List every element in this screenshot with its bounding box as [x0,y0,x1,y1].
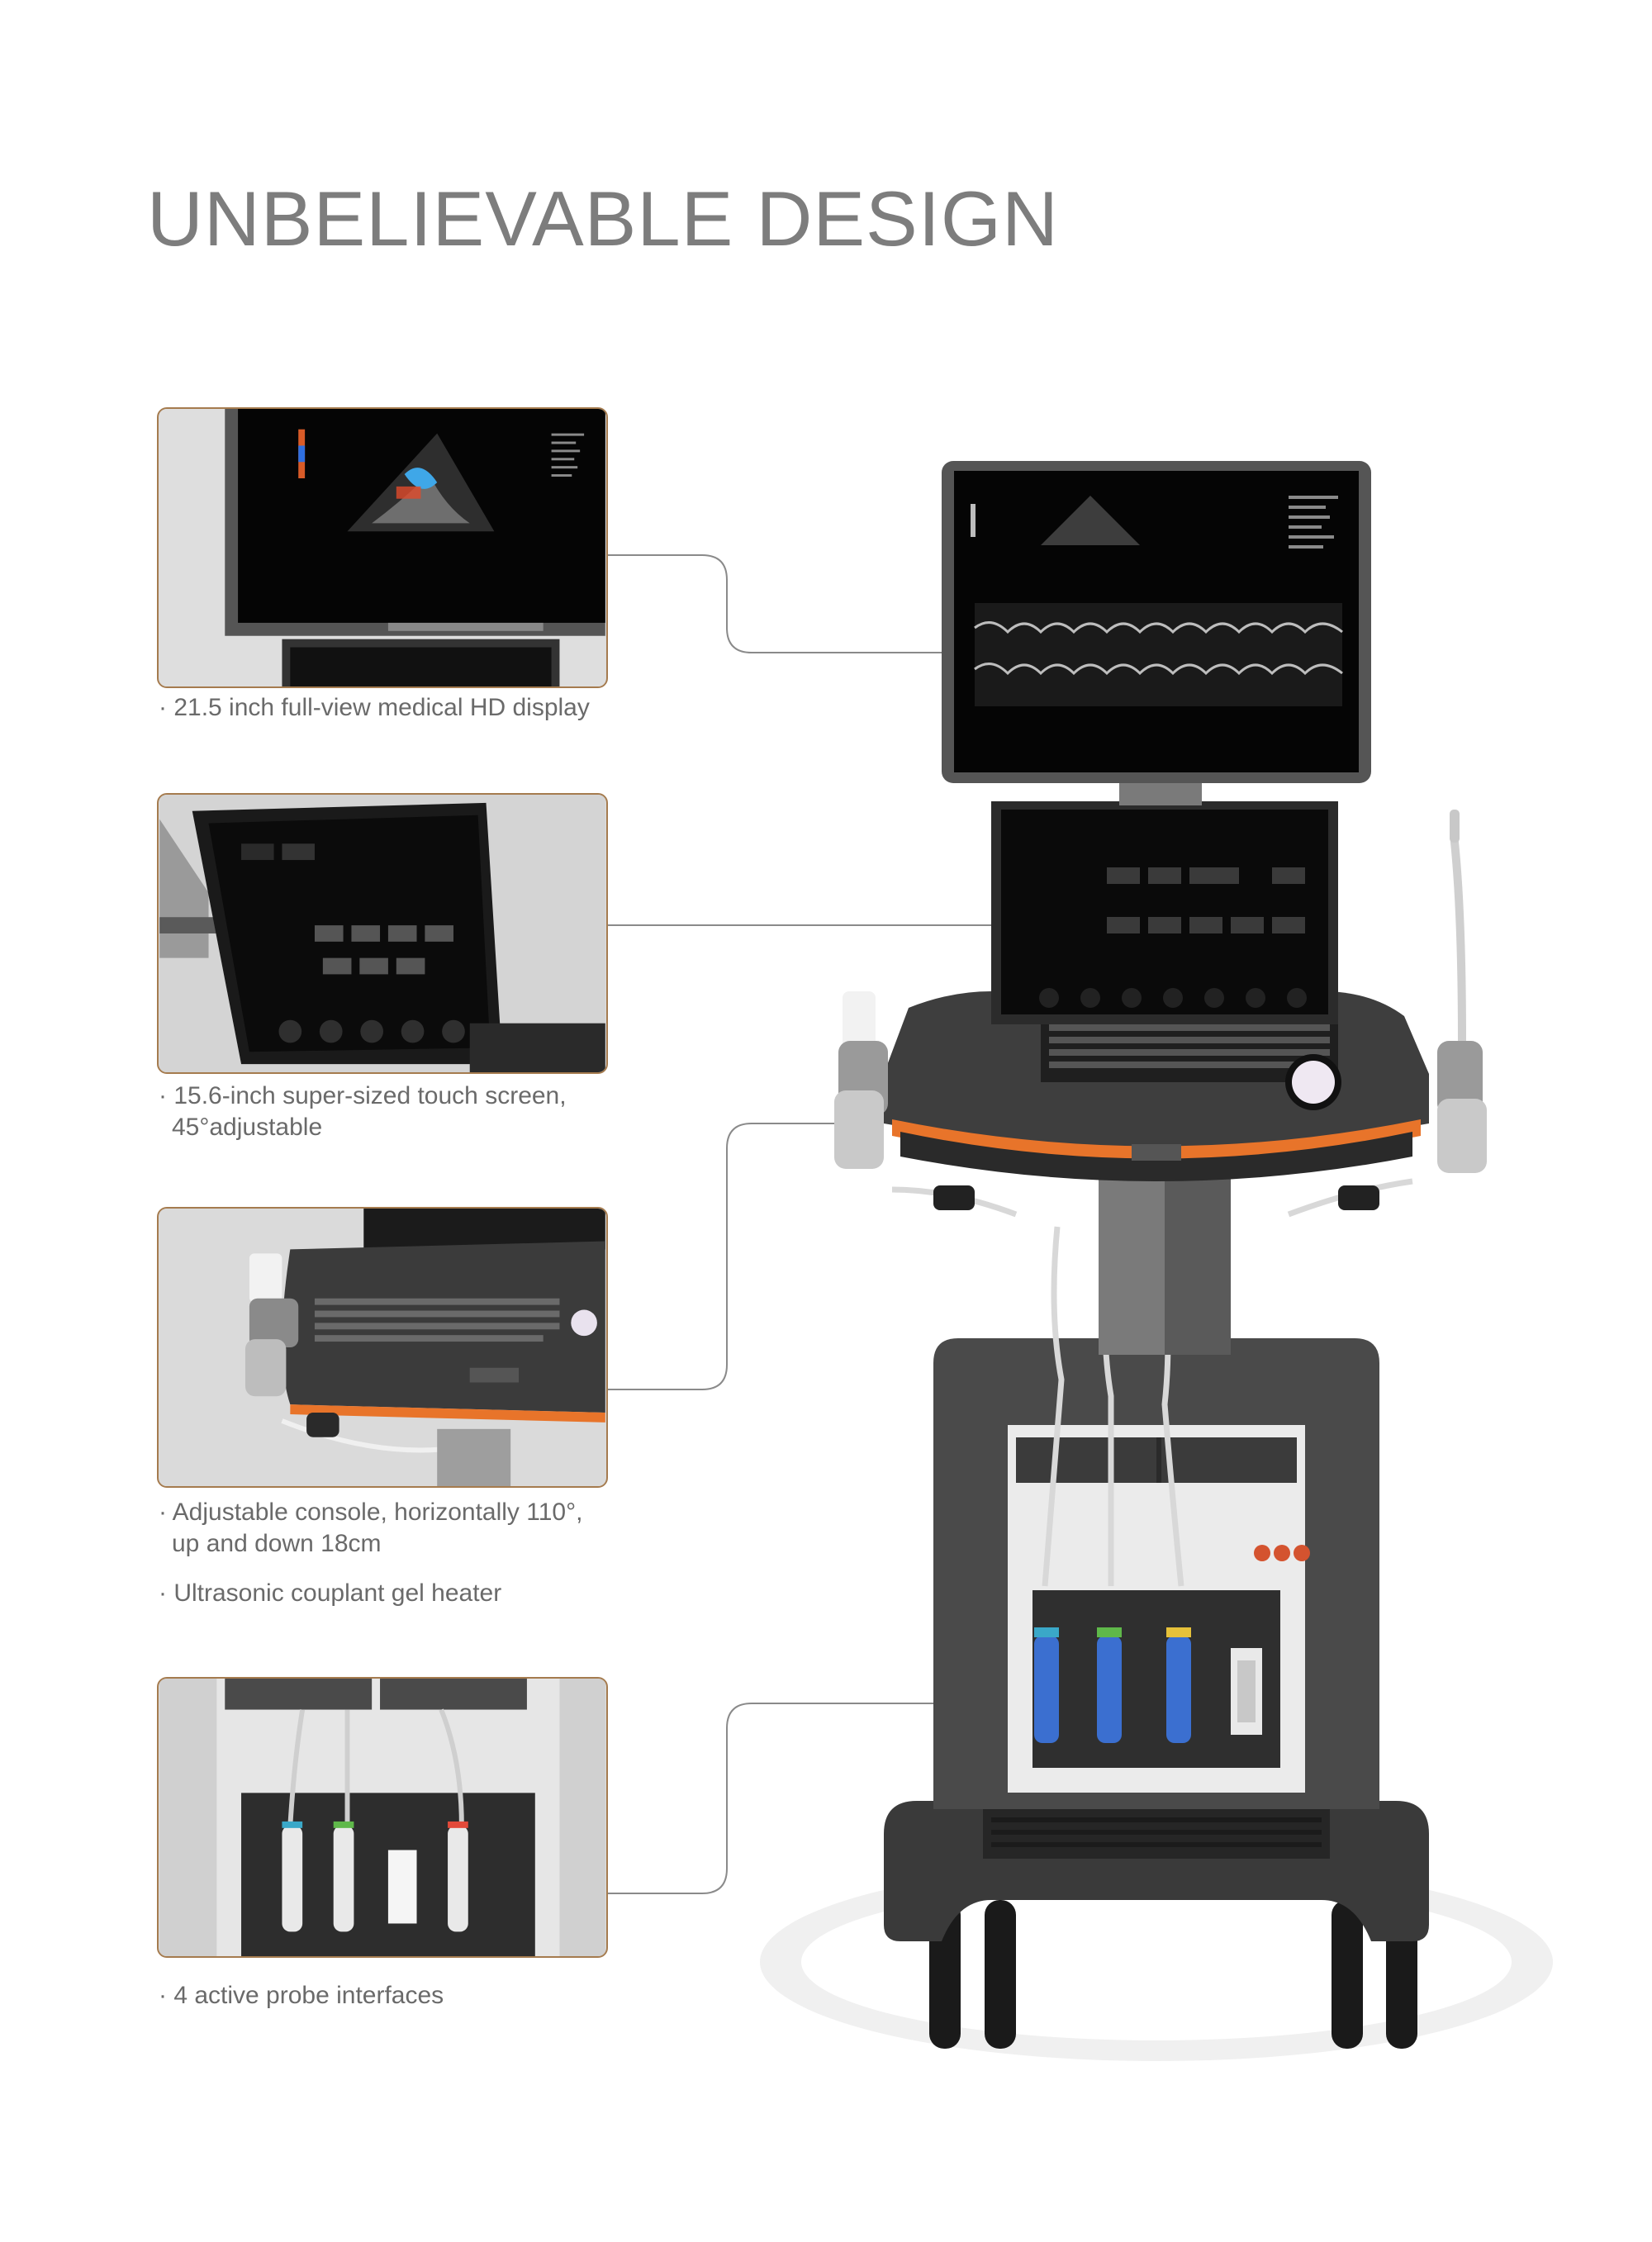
display-detail-panel [157,407,608,688]
feature-caption-display: · 21.5 inch full-view medical HD display [159,694,590,721]
touchscreen-detail-panel [157,793,608,1074]
feature-caption-console: · Adjustable console, horizontally 110°,… [159,1499,583,1557]
console-detail-image [159,1209,605,1486]
feature-caption-probes: · 4 active probe interfaces [159,1982,444,2009]
console-detail-panel [157,1207,608,1488]
probes-detail-panel [157,1677,608,1958]
feature-caption-touchscreen: · 15.6-inch super-sized touch screen, 45… [159,1082,567,1141]
ultrasound-cart-image [760,461,1553,2061]
probes-detail-image [159,1679,605,1956]
page-title: UNBELIEVABLE DESIGN [147,175,1059,262]
touchscreen-detail-image [159,795,605,1072]
display-detail-image [159,409,605,686]
feature-caption-gel-heater: · Ultrasonic couplant gel heater [159,1579,502,1607]
